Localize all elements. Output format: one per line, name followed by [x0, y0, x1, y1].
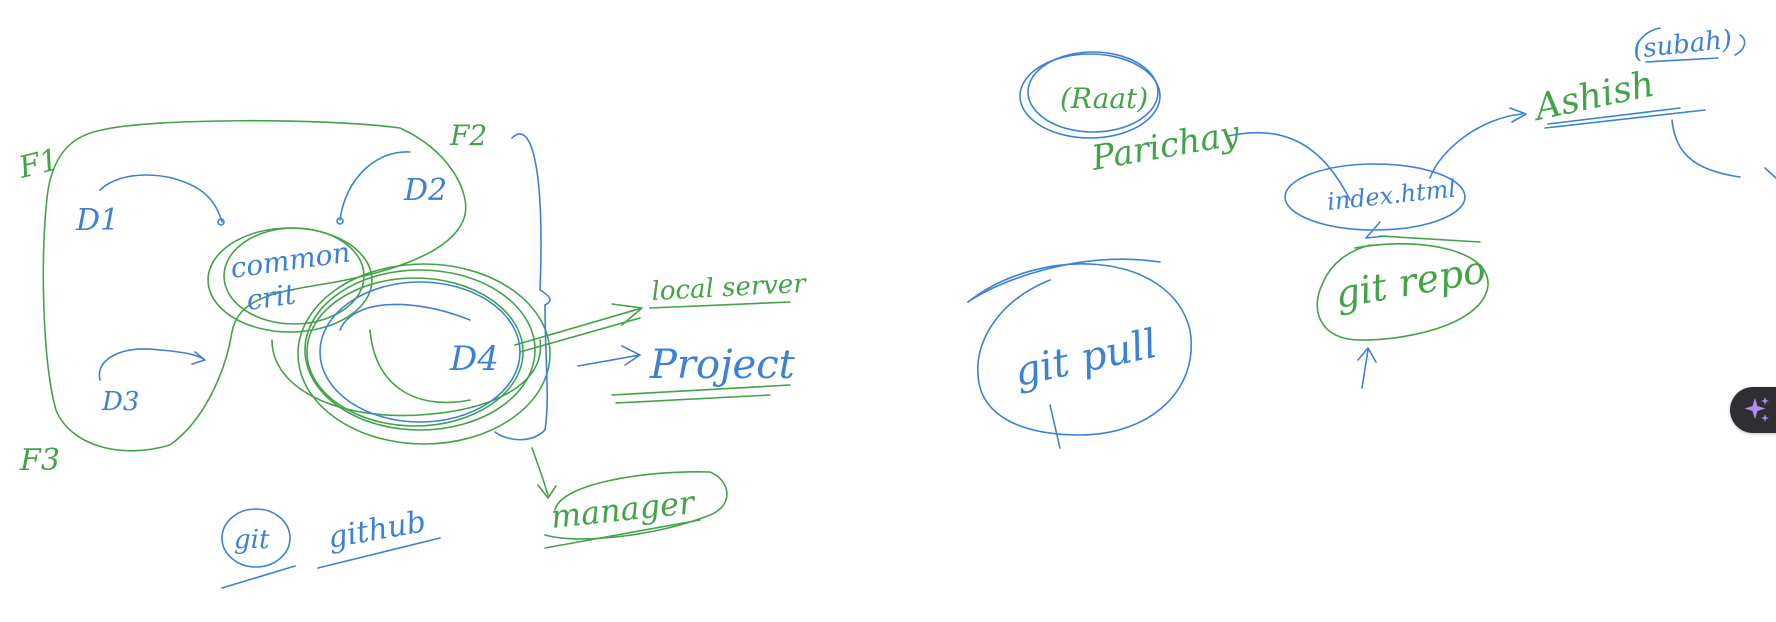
raat-circle: [1027, 51, 1159, 133]
left-diagram-blue-strokes: [98, 133, 641, 589]
arrow-d1-to-common: [99, 174, 223, 223]
label-subah: (subah): [1632, 25, 1734, 65]
arrow-d4-to-local-server: [514, 303, 643, 346]
label-git-repo: git repo: [1332, 247, 1489, 317]
git-pull-strokes: [967, 258, 1193, 449]
label-f2: F2: [449, 119, 487, 152]
arrow-up-to-git-repo: [1357, 347, 1377, 389]
sparkle-icon: [1744, 397, 1769, 422]
label-d3: D3: [101, 387, 139, 417]
arrow-to-manager: [531, 447, 557, 499]
arrow-ashish-right: [1671, 119, 1776, 179]
right-diagram-blue-strokes: [1019, 27, 1776, 389]
label-f1: F1: [14, 142, 62, 186]
label-git-pull: git pull: [1011, 321, 1162, 396]
git-repo-loop: [1316, 243, 1489, 341]
label-f3: F3: [19, 443, 60, 478]
label-parichay: Parichay: [1088, 113, 1244, 179]
label-project: Project: [649, 342, 796, 388]
git-circle: [221, 508, 291, 568]
f2-brace-stroke: [494, 133, 551, 441]
d4-loop: [304, 269, 536, 431]
ai-assistant-button[interactable]: [1730, 387, 1776, 433]
git-pull-loop: [967, 263, 1193, 436]
label-github: github: [325, 504, 428, 556]
label-ashish: Ashish: [1528, 64, 1658, 130]
label-common-line2: crit: [244, 277, 298, 317]
label-local-server: local server: [651, 269, 808, 307]
left-diagram-green-strokes: [42, 119, 791, 549]
label-d2: D2: [403, 173, 447, 208]
labels: F1 F2 F3 D1 D2 D3 D4 common crit local s…: [14, 25, 1733, 556]
index-html-loop: [1284, 163, 1466, 231]
boundary-loop: [42, 119, 467, 452]
manager-loop: [544, 471, 728, 540]
arrow-index-to-ashish: [1429, 107, 1527, 179]
label-raat: (Raat): [1060, 82, 1148, 115]
right-diagram-green-strokes: [1316, 235, 1489, 341]
arrow-parichay-to-index: [1227, 131, 1351, 201]
label-d4: D4: [449, 339, 499, 379]
label-manager: manager: [549, 483, 698, 536]
label-git: git: [234, 525, 270, 555]
label-index-html: index.html: [1326, 175, 1458, 216]
arrow-d2-to-common: [339, 151, 411, 221]
arrow-d3-to-common: [98, 348, 206, 381]
label-d1: D1: [75, 203, 119, 238]
